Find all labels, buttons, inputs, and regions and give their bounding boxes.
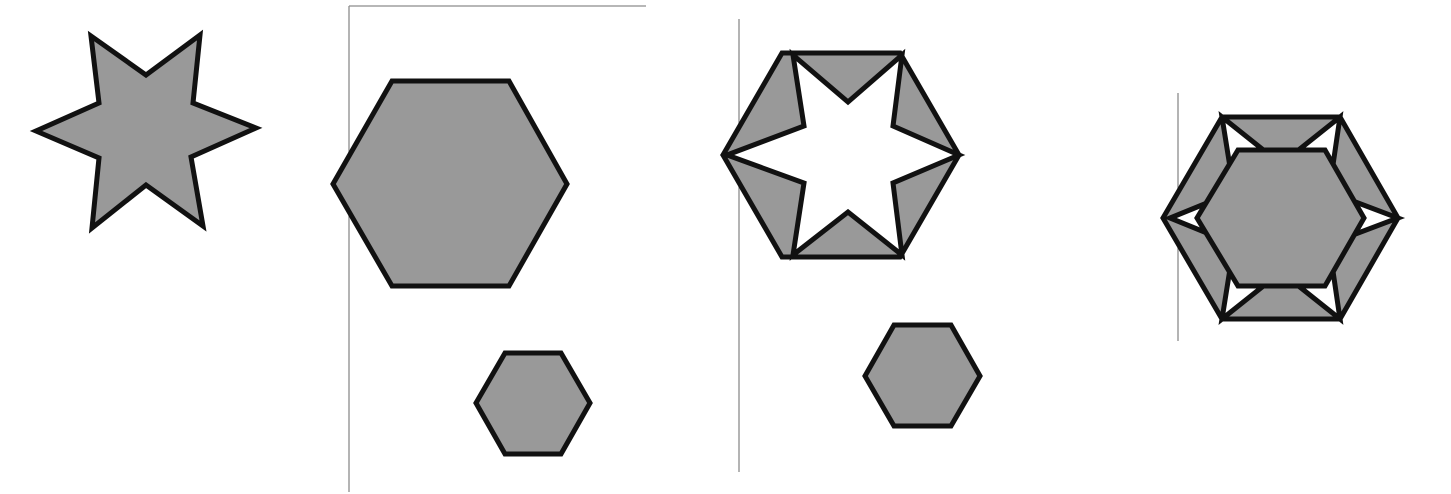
large-hexagon-shape	[330, 78, 570, 289]
guide-lines	[348, 5, 1179, 492]
small-hexagon	[473, 350, 593, 457]
nested-inner-hexagon	[1194, 147, 1367, 289]
nested-hexagon-star-pattern	[1160, 111, 1406, 325]
small-hexagon-2-shape	[862, 322, 983, 429]
small-hexagon-shape	[473, 350, 593, 457]
large-hexagon	[330, 78, 570, 289]
star-shape	[29, 29, 263, 234]
six-pointed-star	[29, 29, 263, 234]
hexagon-with-star-cutout	[719, 48, 966, 261]
small-hexagon-2	[862, 322, 983, 429]
star-cutout-shape	[719, 48, 966, 261]
